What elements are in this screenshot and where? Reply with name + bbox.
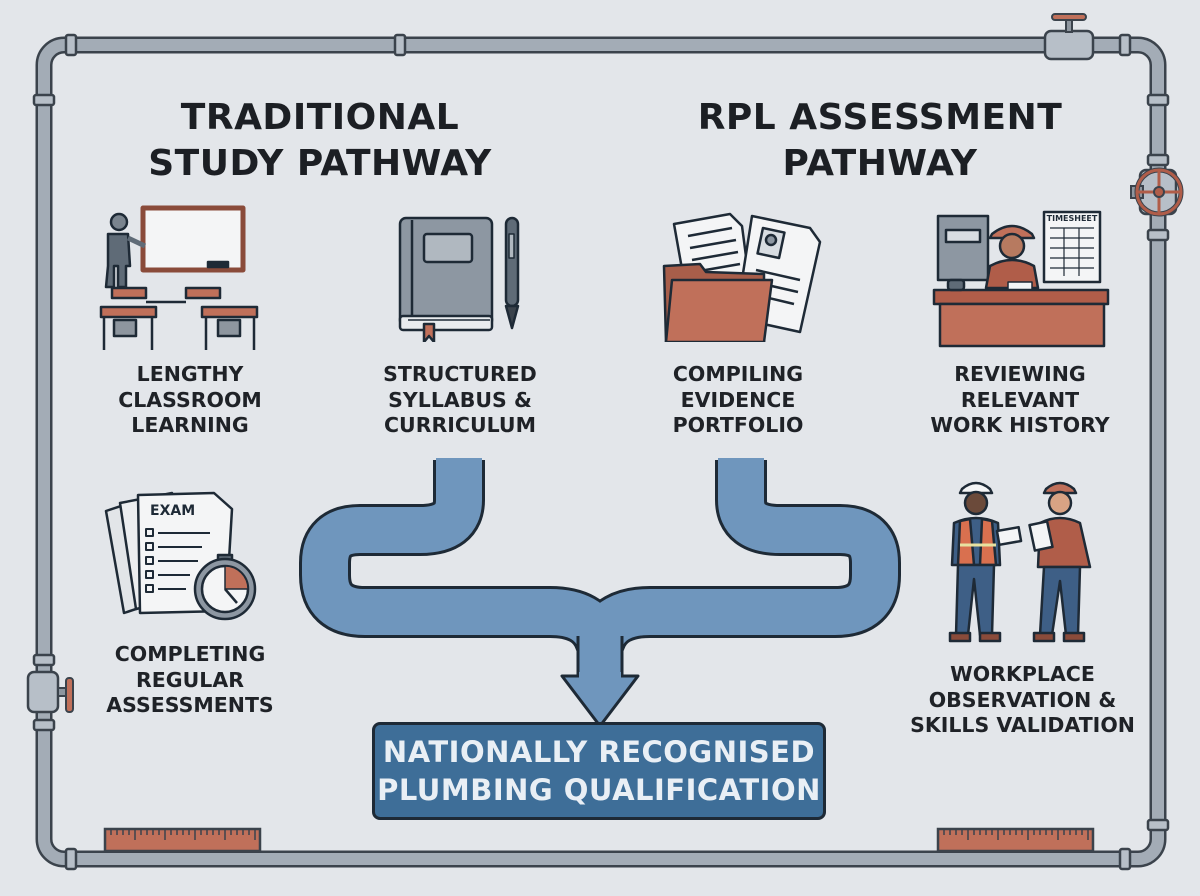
- caption-line: PORTFOLIO: [672, 413, 804, 437]
- caption-line: WORK HISTORY: [930, 413, 1110, 437]
- caption-line: COMPILING: [672, 362, 804, 386]
- step-caption-classroom: LENGTHY CLASSROOM LEARNING: [85, 362, 295, 439]
- heading-line: TRADITIONAL: [180, 97, 460, 138]
- heading-line: PATHWAY: [782, 143, 978, 184]
- pipe-couplings: [32, 33, 1170, 871]
- exam-stopwatch-icon: EXAM: [104, 491, 257, 621]
- caption-line: COMPLETING: [114, 642, 266, 666]
- caption-line: WORKPLACE: [950, 662, 1095, 686]
- caption-line: ASSESSMENTS: [106, 693, 274, 717]
- textbook-pen-icon: [398, 216, 520, 342]
- evidence-folder-icon: [662, 212, 822, 342]
- caption-line: EVIDENCE: [680, 387, 796, 412]
- step-caption-work-history: REVIEWING RELEVANT WORK HISTORY: [900, 362, 1140, 439]
- step-caption-observation: WORKPLACE OBSERVATION & SKILLS VALIDATIO…: [900, 662, 1145, 739]
- caption-line: STRUCTURED: [383, 362, 537, 386]
- left-valve-icon: [26, 670, 74, 714]
- traditional-pathway-heading: TRADITIONAL STUDY PATHWAY: [130, 95, 510, 187]
- worker-desk-timesheet-icon: TIMESHEET: [932, 210, 1110, 348]
- caption-line: CURRICULUM: [384, 413, 536, 437]
- valve-icon: [1043, 13, 1095, 61]
- result-line: NATIONALLY RECOGNISED: [382, 735, 816, 769]
- heading-line: RPL ASSESSMENT: [697, 97, 1063, 138]
- caption-line: REVIEWING: [954, 362, 1086, 386]
- step-caption-assessments: COMPLETING REGULAR ASSESSMENTS: [75, 642, 305, 719]
- caption-line: OBSERVATION &: [928, 687, 1117, 712]
- step-caption-syllabus: STRUCTURED SYLLABUS & CURRICULUM: [355, 362, 565, 439]
- caption-line: SKILLS VALIDATION: [910, 713, 1135, 737]
- caption-line: RELEVANT: [960, 387, 1080, 412]
- result-line: PLUMBING QUALIFICATION: [377, 773, 821, 807]
- classroom-icon: [99, 205, 259, 350]
- wheel-valve-icon: [1130, 167, 1184, 217]
- caption-line: REGULAR: [136, 667, 244, 692]
- caption-line: CLASSROOM: [118, 387, 262, 412]
- qualification-result-box: NATIONALLY RECOGNISED PLUMBING QUALIFICA…: [372, 722, 826, 820]
- step-caption-portfolio: COMPILING EVIDENCE PORTFOLIO: [633, 362, 843, 439]
- heading-line: STUDY PATHWAY: [148, 143, 492, 184]
- exam-label: EXAM: [150, 503, 195, 519]
- caption-line: SYLLABUS &: [388, 387, 532, 412]
- caption-line: LENGTHY: [136, 362, 244, 386]
- caption-line: LEARNING: [131, 413, 249, 437]
- timesheet-label: TIMESHEET: [1047, 214, 1098, 223]
- workers-observation-icon: [948, 481, 1092, 643]
- rpl-pathway-heading: RPL ASSESSMENT PATHWAY: [680, 95, 1080, 187]
